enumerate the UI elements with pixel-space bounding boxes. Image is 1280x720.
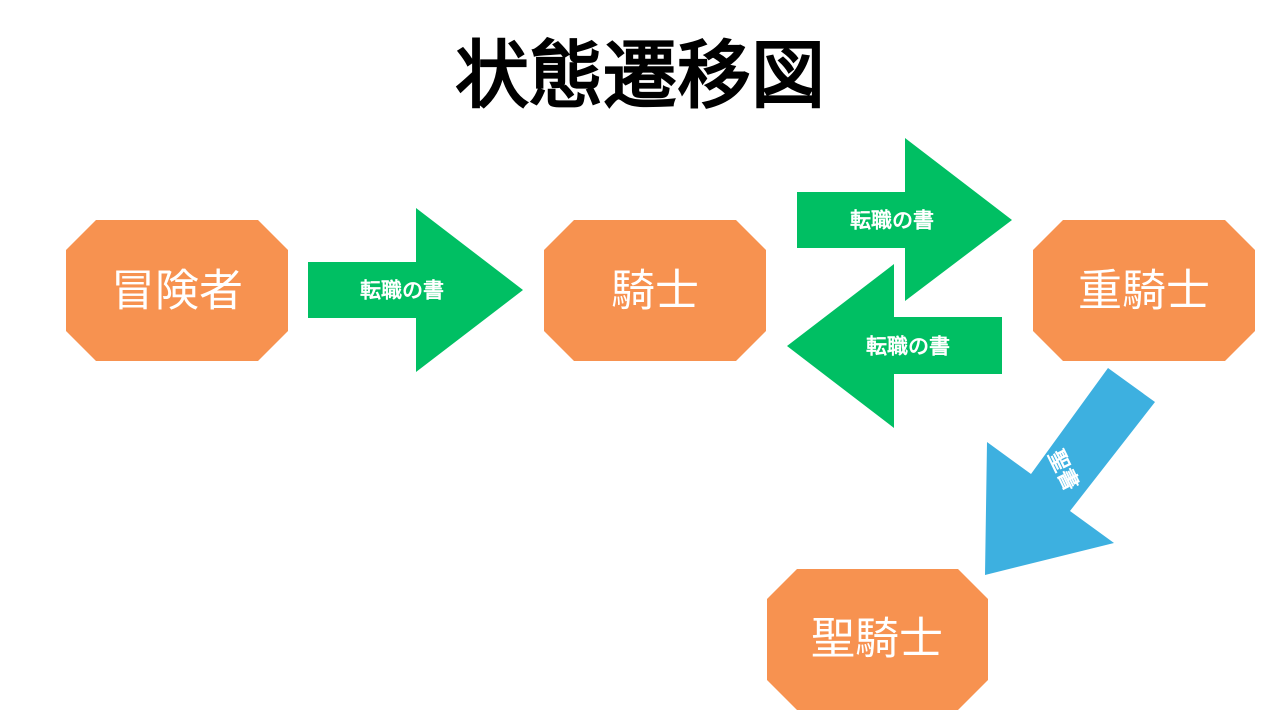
state-node-adventurer: 冒険者 (66, 220, 288, 361)
state-label-adventurer: 冒険者 (111, 266, 243, 317)
state-node-holy-knight: 聖騎士 (767, 569, 988, 710)
state-label-heavy-knight: 重騎士 (1078, 266, 1210, 317)
state-shape-heavy-knight (1033, 220, 1255, 361)
state-node-knight: 騎士 (544, 220, 766, 361)
transition-arrow-adventurer-to-knight: 転職の書 (308, 208, 523, 372)
arrow-shape (787, 264, 1002, 428)
transition-arrow-heavy-knight-to-knight: 転職の書 (787, 264, 1002, 428)
transition-label: 転職の書 (850, 208, 934, 233)
state-label-holy-knight: 聖騎士 (811, 614, 943, 665)
arrow-shape (308, 208, 523, 372)
transition-label: 転職の書 (360, 278, 444, 303)
arrow-shape (985, 368, 1155, 575)
state-label-knight: 騎士 (611, 266, 699, 317)
state-shape-adventurer (66, 220, 288, 361)
transition-label: 転職の書 (866, 334, 950, 359)
page-title: 状態遷移図 (455, 33, 825, 119)
state-shape-knight (544, 220, 766, 361)
transition-arrow-heavy-knight-to-holy-knight: 聖書 (985, 368, 1155, 575)
state-shape-holy-knight (767, 569, 988, 710)
transition-arrow-knight-to-heavy-knight: 転職の書 (797, 138, 1012, 301)
state-node-heavy-knight: 重騎士 (1033, 220, 1255, 361)
arrow-shape (797, 138, 1012, 301)
